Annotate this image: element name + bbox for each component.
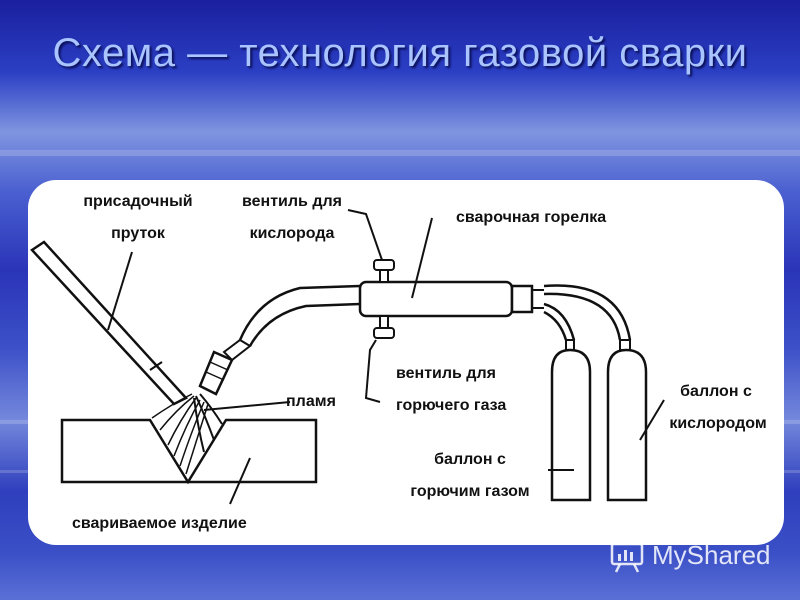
torch-neck <box>238 284 361 347</box>
label-fuel-valve-line1: вентиль для <box>396 365 496 382</box>
label-torch: сварочная горелка <box>456 209 606 226</box>
label-fuel-cylinder-line2: горючим газом <box>410 483 529 500</box>
label-workpiece: свариваемое изделие <box>72 515 247 532</box>
label-oxygen-cylinder-line2: кислородом <box>669 415 766 432</box>
label-filler-rod-line1: присадочный <box>83 193 192 210</box>
presentation-icon <box>610 542 644 573</box>
oxygen-cylinder <box>606 339 648 502</box>
gas-welding-diagram: присадочный пруток вентиль для кислорода… <box>30 193 767 532</box>
watermark-text: MyShared <box>652 540 771 570</box>
fuel-valve <box>373 315 395 339</box>
label-fuel-valve-line2: горючего газа <box>396 397 506 414</box>
torch-nozzle <box>198 338 252 396</box>
fuel-cylinder <box>550 339 592 502</box>
oxygen-valve <box>373 259 395 283</box>
label-filler-rod-line2: пруток <box>111 225 166 242</box>
label-fuel-cylinder-line1: баллон с <box>434 451 506 468</box>
label-oxygen-valve-line2: кислорода <box>250 225 335 242</box>
workpiece <box>60 418 318 485</box>
label-flame: пламя <box>286 393 336 410</box>
leader-lines <box>107 209 665 505</box>
background-streak <box>0 150 800 156</box>
diagram-panel: присадочный пруток вентиль для кислорода… <box>28 180 784 545</box>
filler-rod <box>30 240 189 406</box>
label-oxygen-cylinder-line1: баллон с <box>680 383 752 400</box>
flame <box>193 393 223 453</box>
watermark: MyShared <box>608 538 798 578</box>
hoses <box>543 284 632 341</box>
label-oxygen-valve-line1: вентиль для <box>242 193 342 210</box>
slide-title: Схема — технология газовой сварки <box>52 31 748 75</box>
torch-body <box>358 280 544 318</box>
